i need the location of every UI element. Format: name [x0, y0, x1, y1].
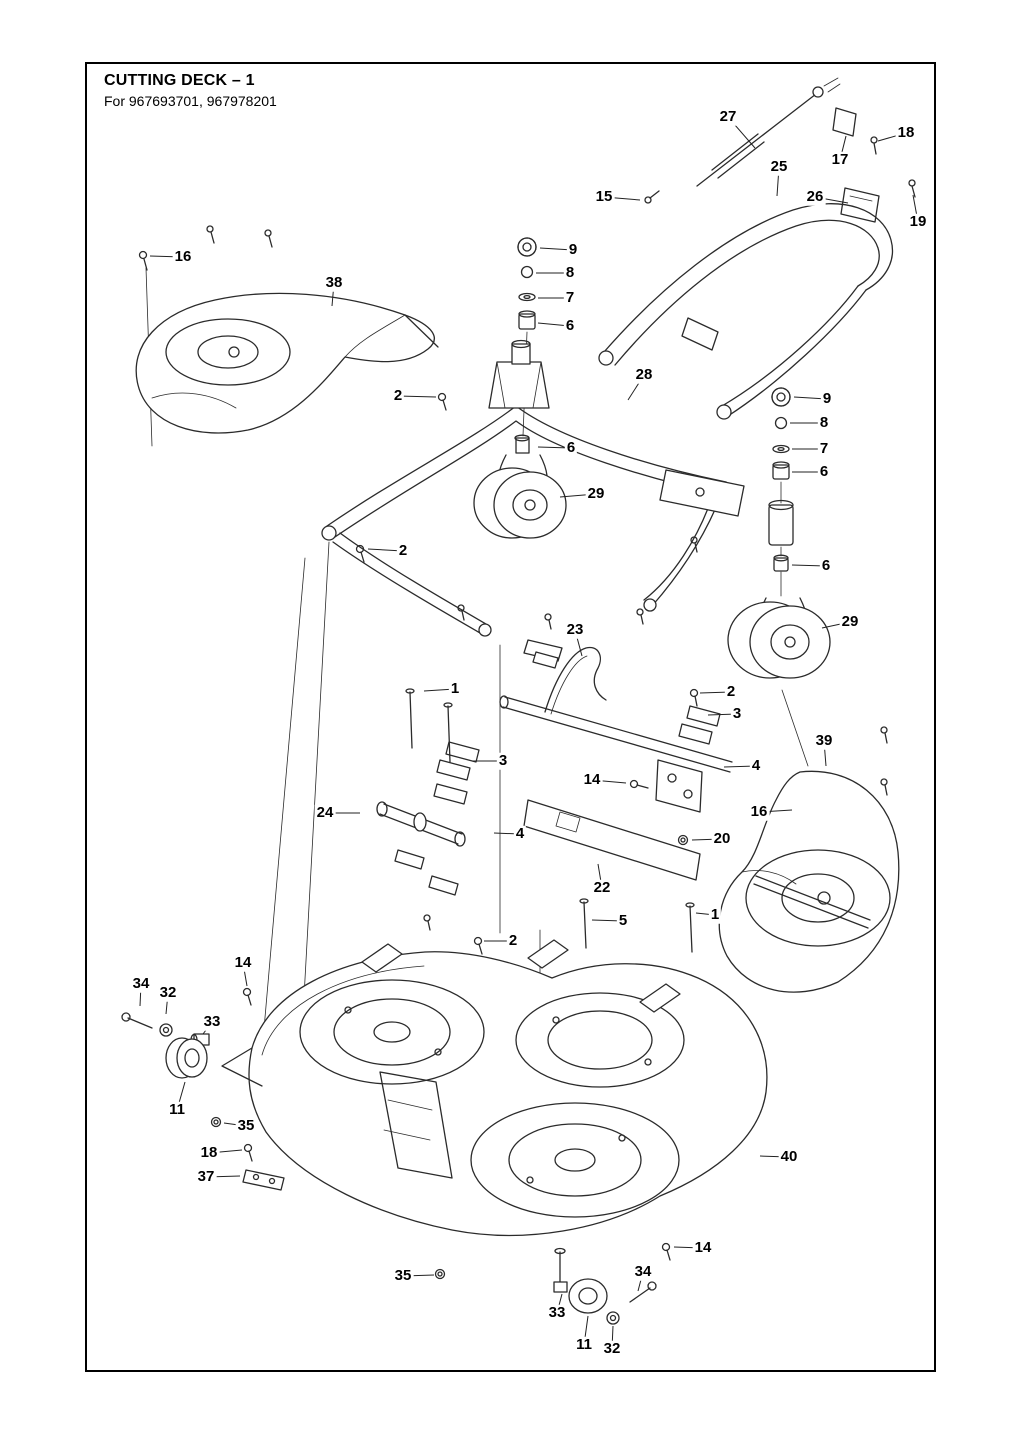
page-title: CUTTING DECK – 1 — [104, 72, 255, 89]
page-subtitle: For 967693701, 967978201 — [104, 93, 277, 109]
diagram-header: CUTTING DECK – 1 For 967693701, 96797820… — [104, 72, 277, 109]
diagram-border-frame — [85, 62, 936, 1372]
